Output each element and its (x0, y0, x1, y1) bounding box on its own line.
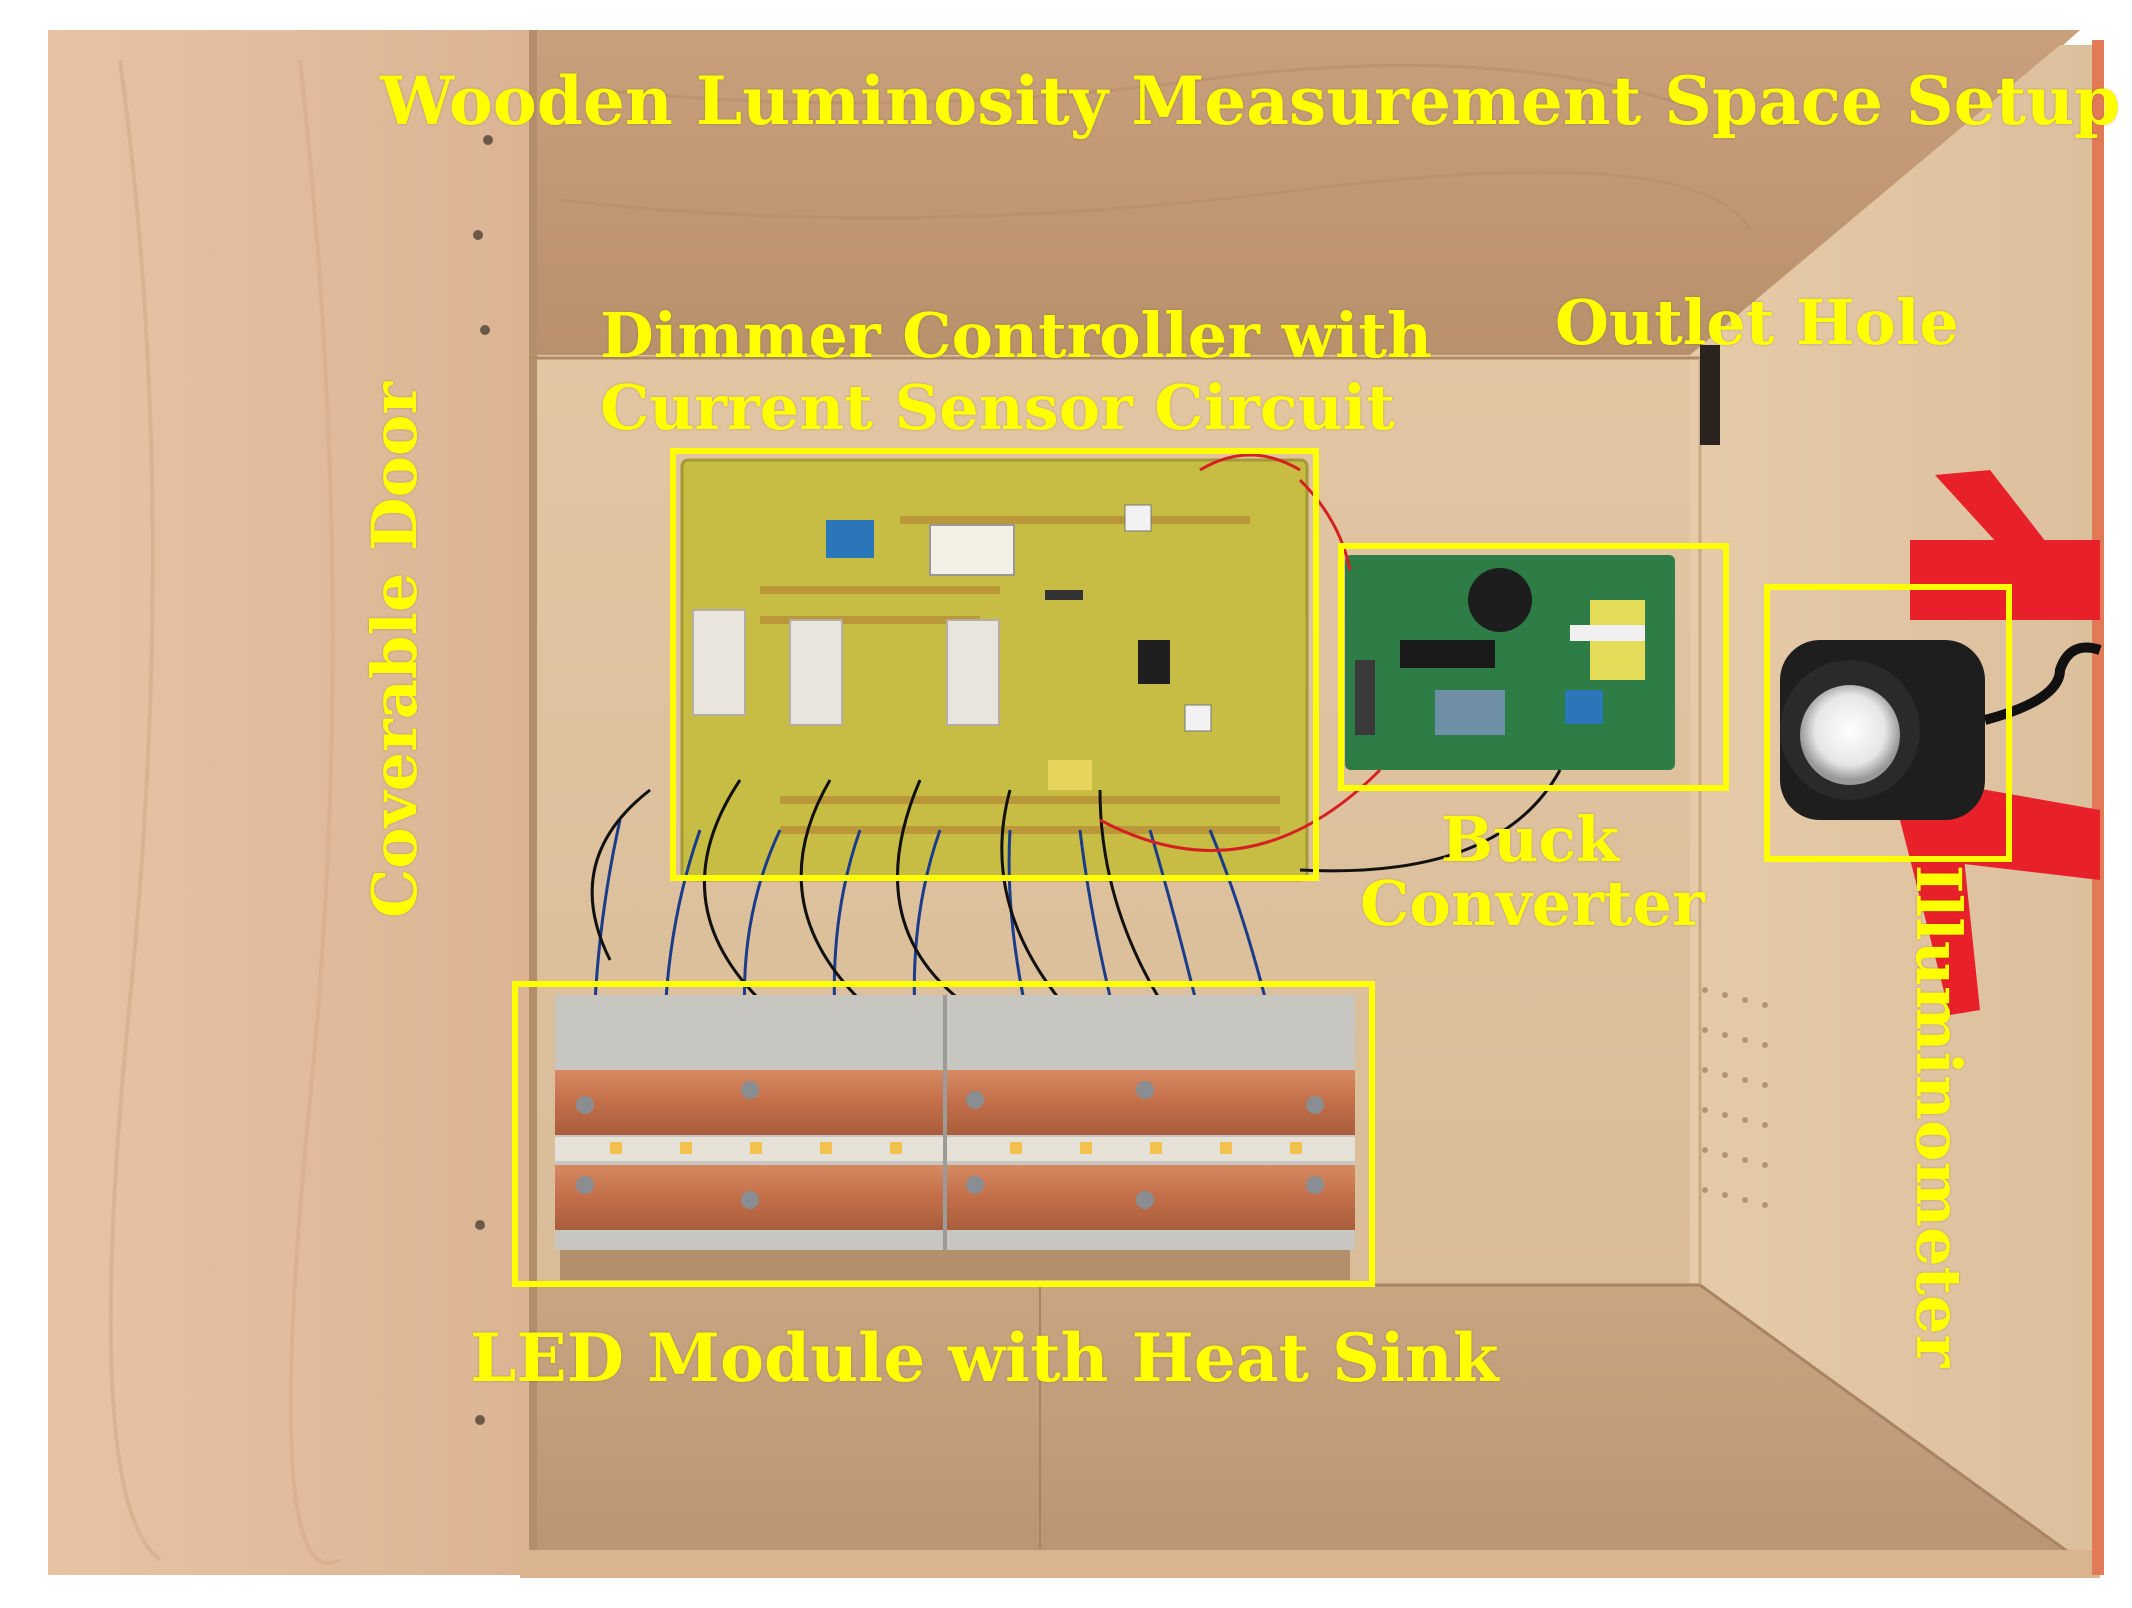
figure-title: Wooden Luminosity Measurement Space Setu… (380, 62, 2121, 140)
coverable-door-label: Coverable Door (358, 381, 431, 919)
led-highlight-box (512, 981, 1375, 1287)
dimmer-highlight-box (670, 448, 1319, 881)
dimmer-label-line2: Current Sensor Circuit (600, 371, 1395, 444)
buck-highlight-box (1338, 543, 1729, 791)
led-module (555, 995, 1355, 1280)
dimmer-pcb (680, 458, 1309, 882)
buck-label-line2: Converter (1360, 867, 1705, 940)
illuminometer-label: Illuminometer (1902, 864, 1975, 1368)
buck-label-line1: Buck (1440, 803, 1620, 876)
dimmer-controller-label: Dimmer Controller with Current Sensor Ci… (600, 299, 1433, 444)
illuminometer (1780, 470, 2102, 1015)
buck-converter-label: Buck Converter (1360, 803, 1705, 940)
outlet-hole-label: Outlet Hole (1555, 286, 1959, 359)
illuminometer-highlight-box (1764, 584, 2012, 862)
led-module-label: LED Module with Heat Sink (470, 1319, 1499, 1397)
buck-converter-pcb (1345, 555, 1675, 770)
dimmer-label-line1: Dimmer Controller with (600, 299, 1433, 372)
